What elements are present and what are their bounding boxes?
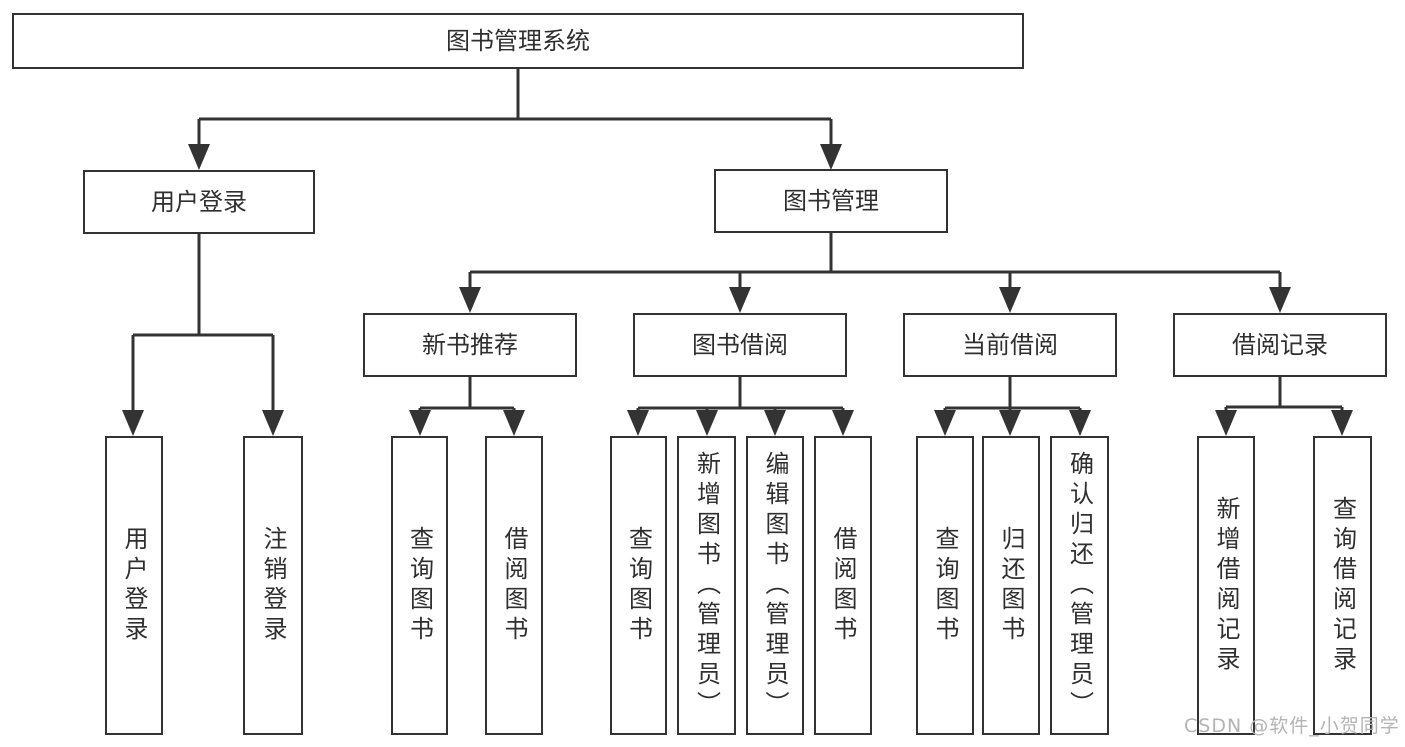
leaf-confirm-return-admin: 确认归还（管理员）: [1050, 436, 1109, 735]
leaf-add-book-admin: 新增图书（管理员）: [677, 436, 736, 735]
leaf-logout: 注销登录: [243, 436, 303, 735]
leaf-borrow-books-recommend: 借阅图书: [485, 436, 543, 735]
node-borrow-records: 借阅记录: [1173, 313, 1387, 377]
node-system-root: 图书管理系统: [12, 13, 1024, 69]
leaf-return-book: 归还图书: [982, 436, 1040, 735]
node-book-management: 图书管理: [714, 169, 948, 233]
leaf-query-books-recommend: 查询图书: [391, 436, 448, 735]
node-new-book-recommend: 新书推荐: [363, 313, 577, 377]
arrowheads: [122, 144, 1353, 436]
node-current-borrow: 当前借阅: [903, 313, 1117, 377]
node-book-borrow: 图书借阅: [633, 313, 847, 377]
leaf-add-borrow-record: 新增借阅记录: [1197, 436, 1255, 735]
leaf-borrow-books: 借阅图书: [814, 436, 872, 735]
leaf-query-books-borrow: 查询图书: [610, 436, 667, 735]
node-user-login: 用户登录: [83, 170, 315, 234]
leaf-query-books-current: 查询图书: [916, 436, 974, 735]
leaf-edit-book-admin: 编辑图书（管理员）: [746, 436, 804, 735]
leaf-query-borrow-record: 查询借阅记录: [1313, 436, 1372, 735]
leaf-user-login: 用户登录: [105, 436, 163, 735]
watermark: CSDN @软件_小贺同学: [1184, 715, 1400, 737]
